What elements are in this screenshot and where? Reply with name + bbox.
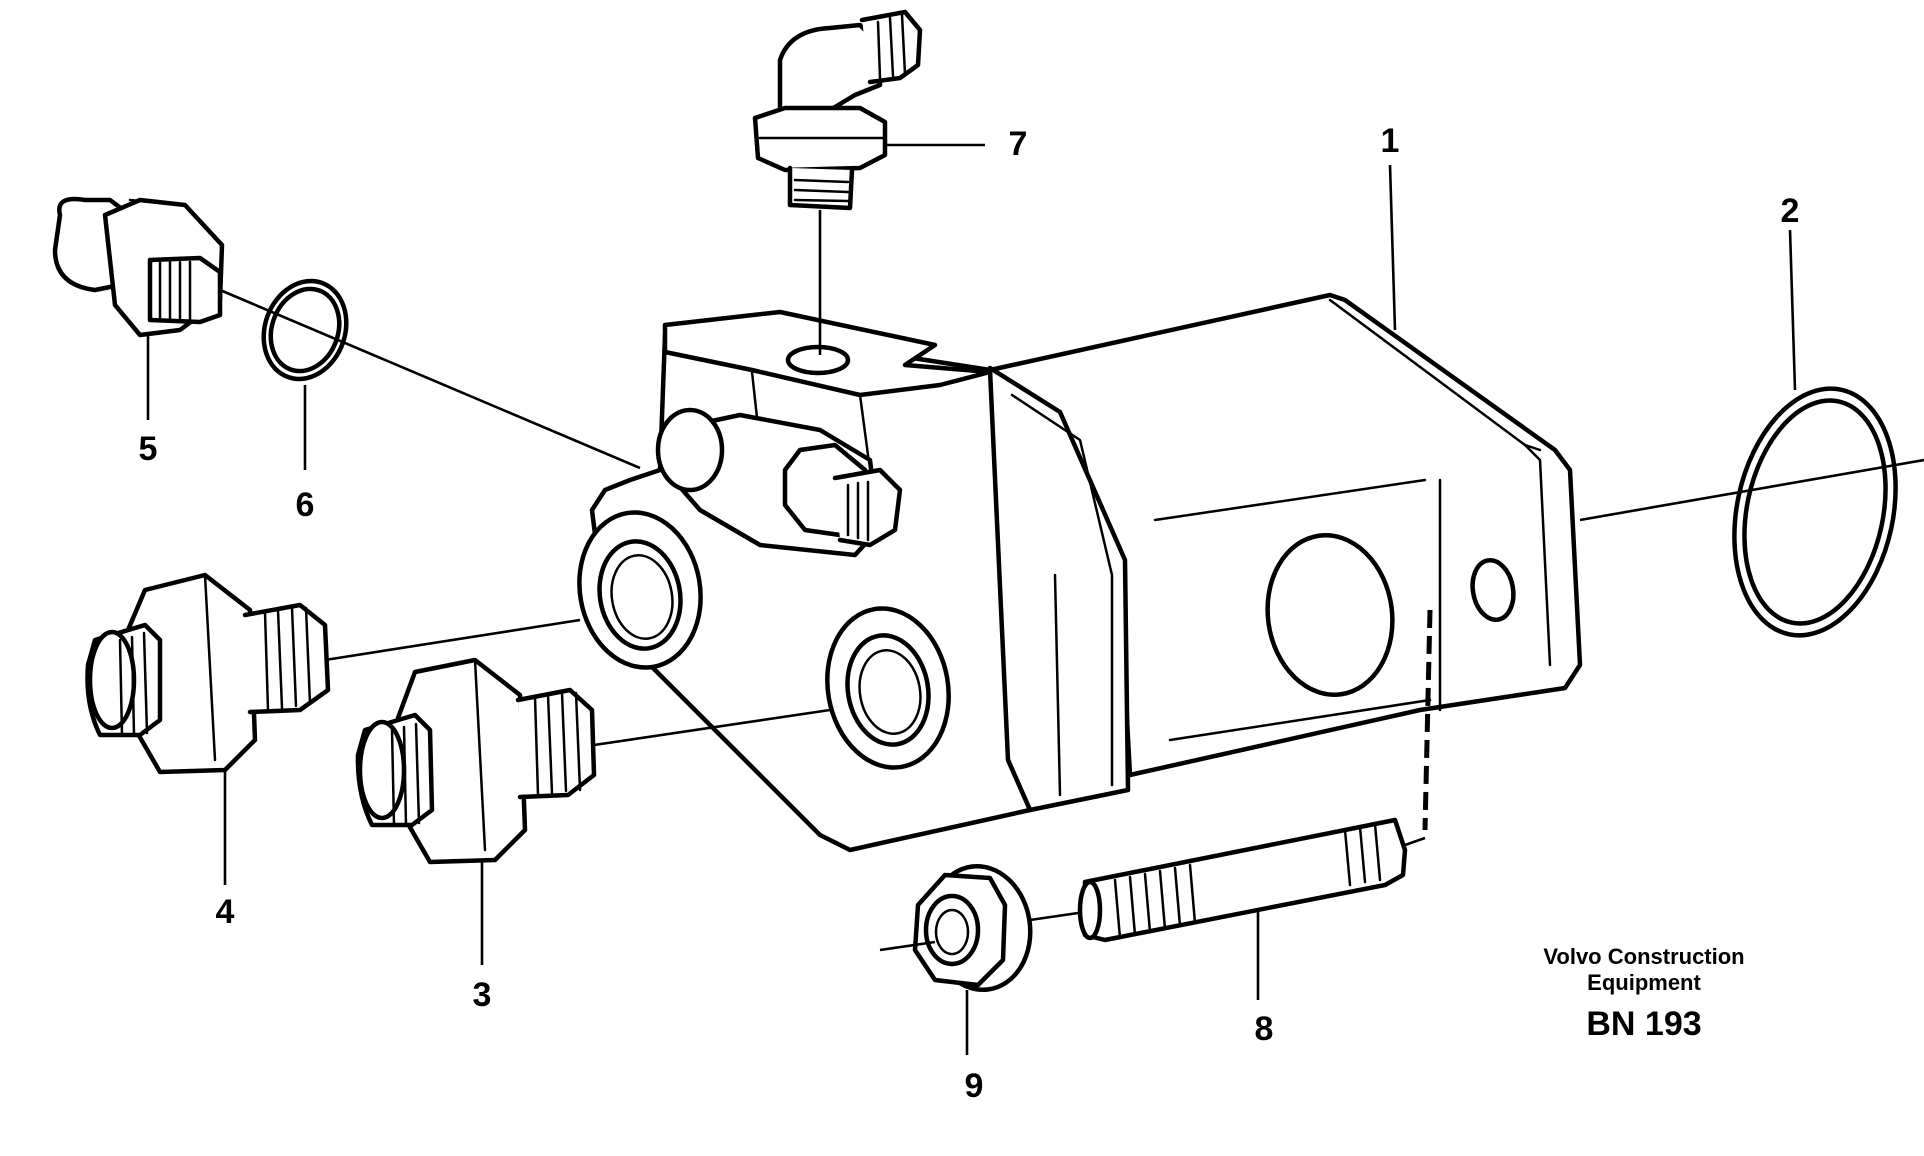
part-1-housing <box>577 292 1583 853</box>
company-name-line1: Volvo Construction <box>1543 944 1745 969</box>
callout-8: 8 <box>1255 1010 1274 1048</box>
leader-1 <box>1388 164 1397 331</box>
leader-2 <box>1788 229 1797 391</box>
callout-6: 6 <box>296 486 315 524</box>
callout-3: 3 <box>473 976 492 1014</box>
part-6-small-o-ring <box>261 278 349 470</box>
part-3-adapter <box>355 657 831 965</box>
callout-1: 1 <box>1381 122 1400 160</box>
company-name-line2: Equipment <box>1587 970 1701 995</box>
part-9-flange-nut <box>879 863 1086 1055</box>
part-7-elbow-fitting <box>752 9 985 355</box>
callout-9: 9 <box>965 1067 984 1105</box>
part-2-o-ring <box>1732 386 1898 638</box>
footer-block: Volvo Construction Equipment BN 193 <box>1494 944 1794 1046</box>
part-4-adapter <box>85 572 581 885</box>
callout-5: 5 <box>139 430 158 468</box>
drawing-code: BN 193 <box>1586 1005 1702 1043</box>
part-8-stud <box>1077 817 1426 1000</box>
callout-2: 2 <box>1781 192 1800 230</box>
callout-4: 4 <box>216 893 235 931</box>
callout-7: 7 <box>1009 125 1028 163</box>
part-5-plug <box>52 196 641 470</box>
